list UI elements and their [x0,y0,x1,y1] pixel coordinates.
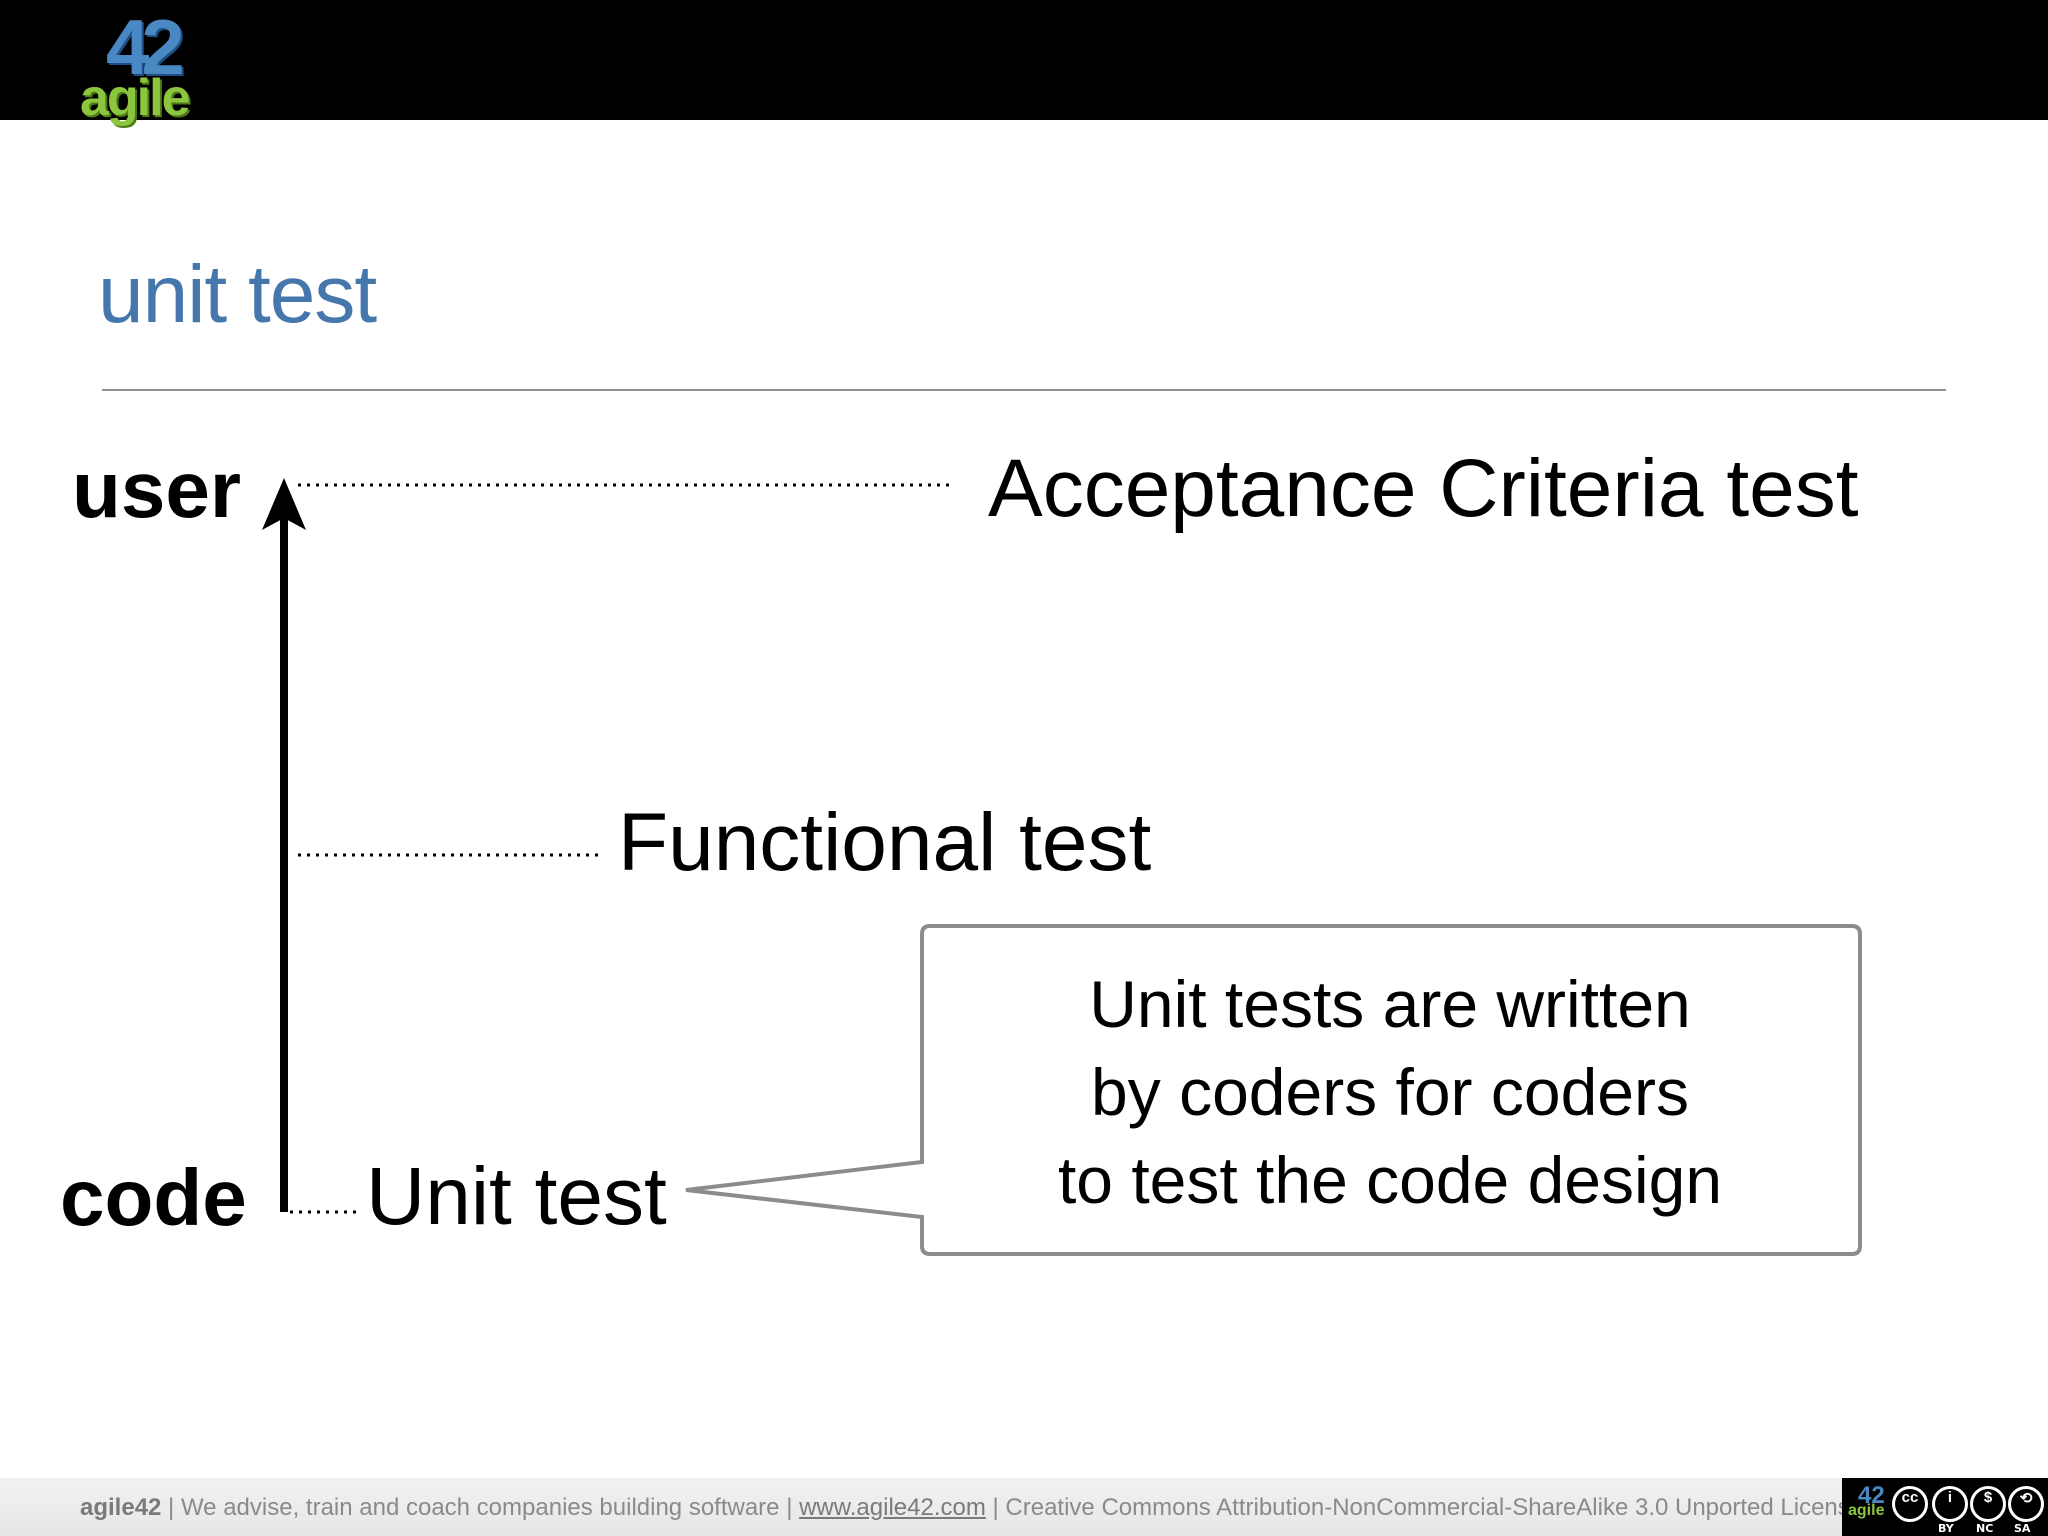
creative-commons-badge[interactable]: 42 agile cc i $ ⟲ BY NC SA [1842,1478,2048,1536]
callout-bubble [685,924,1862,1256]
functional-test-label: Functional test [618,797,1152,888]
arrow-head-icon [262,478,306,530]
slide-title: unit test [98,249,377,340]
unit-test-label: Unit test [366,1151,667,1242]
noncommercial-icon: $ [1970,1486,2006,1522]
mini-logo-number: 42 [1858,1482,1885,1509]
sa-label: SA [2014,1522,2031,1535]
footer-tagline: | We advise, train and coach companies b… [161,1494,800,1521]
footer-website-link[interactable]: www.agile42.com [799,1494,986,1521]
cc-icon: cc [1892,1486,1928,1522]
callout-line: Unit tests are written [1089,967,1691,1041]
callout-text: Unit tests are written by coders for cod… [930,960,1850,1224]
mini-logo-icon: 42 agile [1848,1482,1888,1524]
footer-license: | Creative Commons Attribution-NonCommer… [985,1494,1864,1521]
attribution-icon: i [1932,1486,1968,1522]
mini-logo-word: agile [1848,1502,1885,1519]
callout-line: to test the code design [1057,1143,1723,1217]
axis-label-code: code [60,1153,247,1242]
sharealike-icon: ⟲ [2008,1486,2044,1522]
logo-word: agile [80,69,190,127]
by-label: BY [1938,1522,1954,1535]
footer-brand: agile42 [80,1494,162,1521]
agile42-logo: 42 agile [76,3,216,140]
logo-number: 42 [106,3,185,91]
footer-text: agile42 | We advise, train and coach com… [80,1494,1863,1522]
footer-bar [0,1478,2048,1536]
title-divider [102,389,1946,391]
axis-label-user: user [72,445,241,534]
acceptance-test-label: Acceptance Criteria test [988,443,1859,534]
cc-icon-text: cc [1895,1489,1925,1519]
nc-label: NC [1976,1522,1994,1535]
top-bar [0,0,2048,120]
callout-line: by coders for coders [1091,1055,1689,1129]
